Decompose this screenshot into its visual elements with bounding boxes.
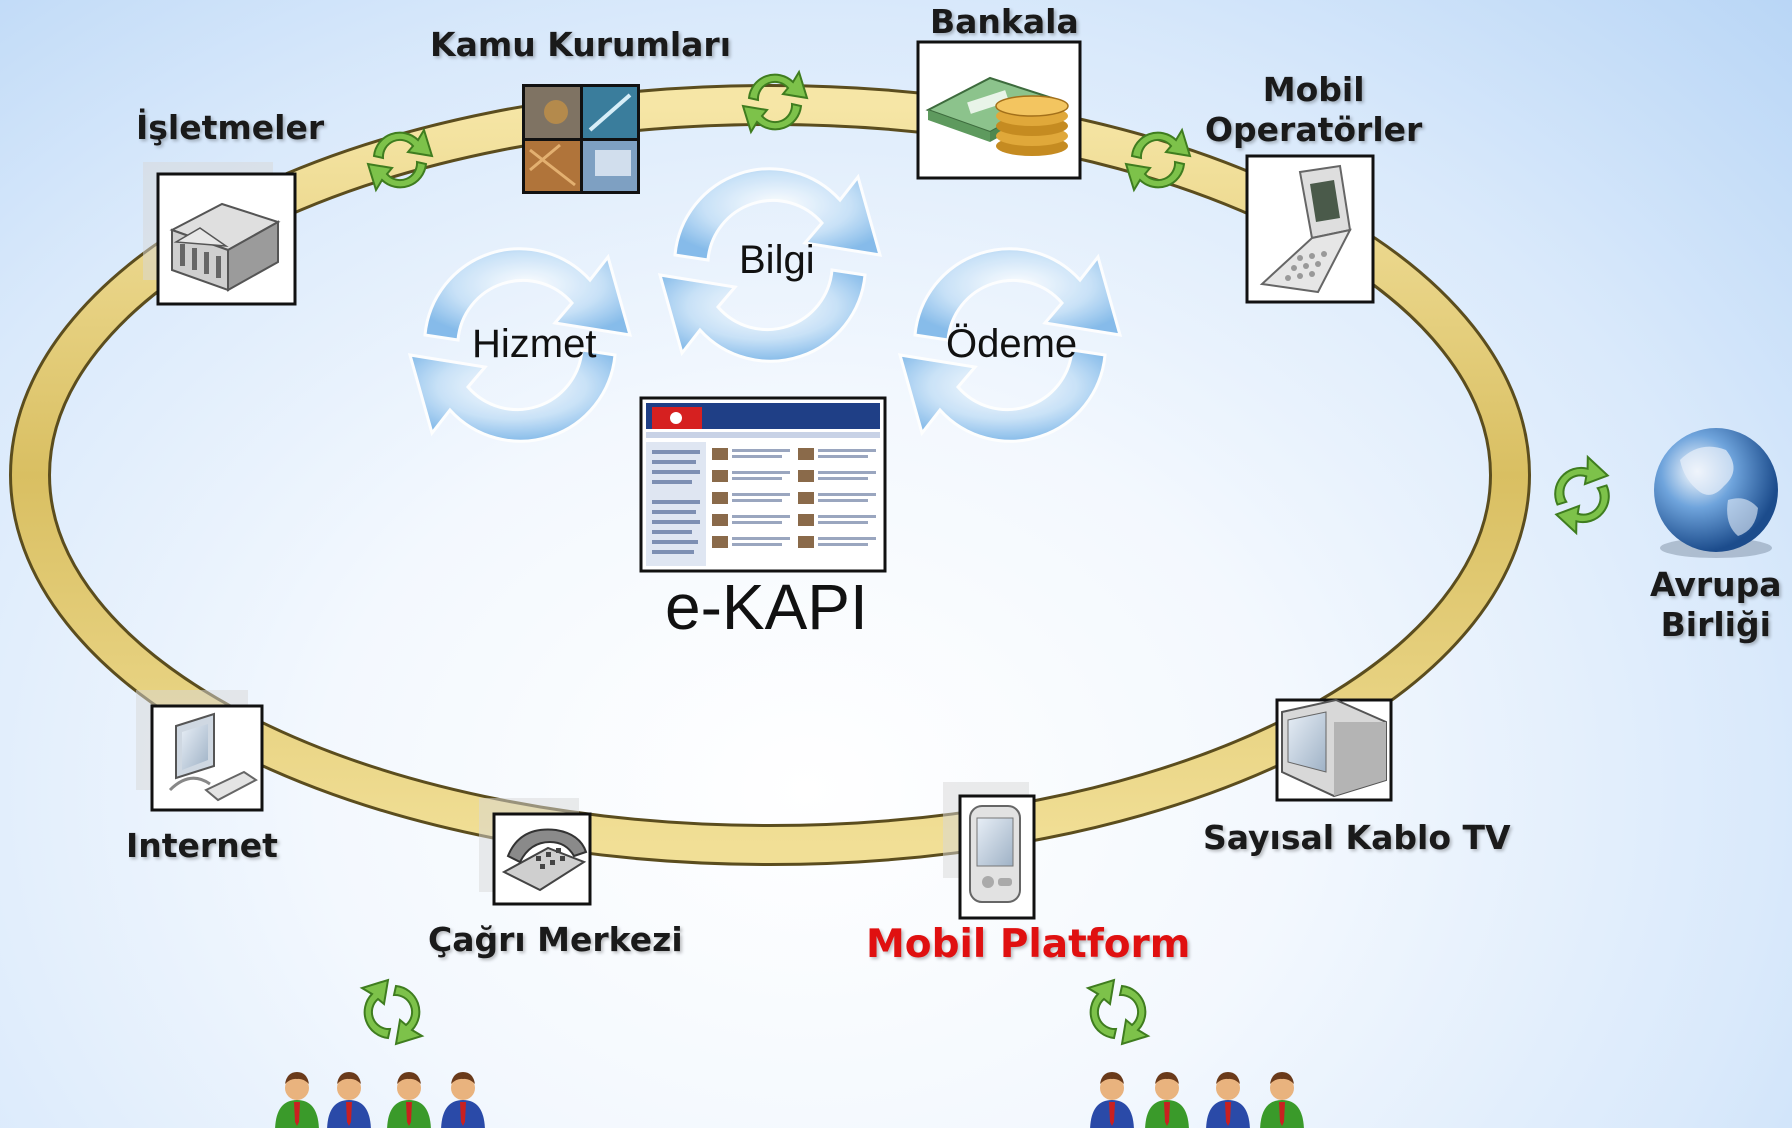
label-mobile-operators-line1: Mobil [1262,70,1365,109]
cycle-label-hizmet: Hizmet [472,322,597,366]
users-icon-left [275,1072,485,1128]
label-digital-cable-tv: Sayısal Kablo TV [1203,818,1511,857]
pda-icon [969,805,1021,903]
sync-icon-users-right [1087,979,1149,1045]
public-institutions-box [522,84,640,194]
portal-screenshot-icon [639,396,887,573]
label-mobile-platform: Mobil Platform [866,922,1191,967]
label-eu: Avrupa Birliği [1650,565,1782,645]
money-icon [925,76,1069,156]
cycle-label-odeme: Ödeme [946,322,1078,366]
center-title: e-KAPI [665,571,868,643]
mobile-platform-box [943,782,1036,920]
label-public-institutions: Kamu Kurumları [430,25,732,64]
globe-icon [1654,428,1778,558]
telephone-icon [501,828,588,892]
label-call-center: Çağrı Merkezi [428,920,683,959]
call-center-box [479,798,592,906]
businesses-box [143,162,297,306]
building-icon [169,202,281,292]
mobile-operators-box [1245,154,1375,304]
computer-icon [168,712,258,802]
ring [9,84,1531,866]
banks-box [916,40,1082,180]
label-mobile-operators-line2: Operatörler [1205,110,1423,149]
cycle-label-bilgi: Bilgi [739,238,815,282]
label-internet: Internet [126,826,278,865]
label-eu-line1: Avrupa [1650,565,1782,604]
label-businesses: İşletmeler [136,108,325,147]
digital-cable-tv-box [1275,698,1393,802]
label-mobile-operators: Mobil Operatörler [1205,70,1422,150]
label-banks: Bankala [930,2,1079,41]
users-icon-right [1090,1072,1304,1128]
sync-icon-users-left [361,979,423,1045]
sync-icon-eu [1538,452,1626,538]
internet-box [136,690,264,812]
flip-phone-icon [1259,164,1352,294]
tv-icon [1281,698,1387,798]
label-eu-line2: Birliği [1660,605,1771,644]
